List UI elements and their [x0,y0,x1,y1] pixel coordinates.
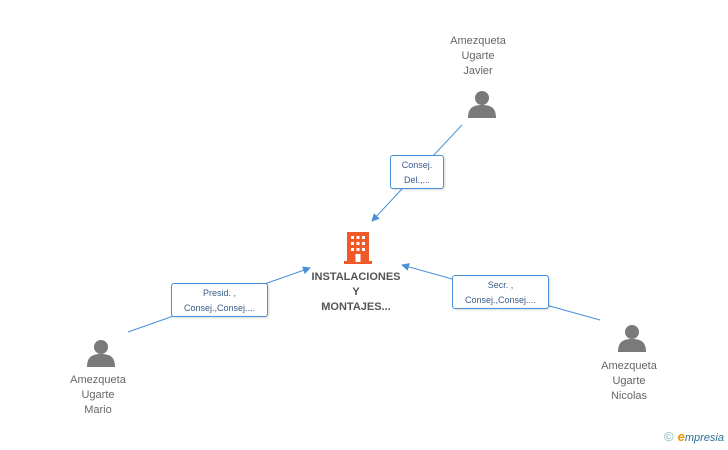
role-box-nicolas[interactable]: Secr. , Consej.,Consej.... [452,275,549,309]
name-line: Ugarte [612,375,646,387]
company-name-line: Y [352,286,360,298]
role-line: Consej. [401,160,433,170]
company-name-line: MONTAJES... [321,301,391,313]
building-icon[interactable] [344,232,372,264]
name-line: Mario [84,404,112,416]
name-line: Ugarte [461,50,495,62]
person-icon[interactable] [618,325,646,352]
person-name-mario[interactable]: Amezqueta Ugarte Mario [43,373,153,418]
role-box-mario[interactable]: Presid. , Consej.,Consej.... [171,283,268,317]
company-name-line: INSTALACIONES [311,271,401,283]
copyright-icon: © [664,429,674,444]
role-line: Del.,... [403,175,430,185]
name-line: Amezqueta [70,374,126,386]
person-icon[interactable] [468,91,496,118]
brand-rest: mpresia [684,432,724,444]
person-name-javier[interactable]: Amezqueta Ugarte Javier [423,34,533,79]
role-line: Consej.,Consej.... [464,295,537,305]
role-box-javier[interactable]: Consej. Del.,... [390,155,444,189]
brand-name: empresia [678,429,724,444]
person-icon[interactable] [87,340,115,367]
name-line: Nicolas [610,390,648,402]
name-line: Amezqueta [601,360,657,372]
empresia-logo[interactable]: © empresia [664,429,724,444]
name-line: Javier [463,65,493,77]
role-line: Presid. , [202,288,236,298]
role-line: Consej.,Consej.... [183,303,256,313]
brand-initial: e [677,429,685,444]
role-line: Secr. , [487,280,514,290]
company-name[interactable]: INSTALACIONES Y MONTAJES... [301,270,411,315]
name-line: Amezqueta [450,35,506,47]
name-line: Ugarte [81,389,115,401]
person-name-nicolas[interactable]: Amezqueta Ugarte Nicolas [574,359,684,404]
